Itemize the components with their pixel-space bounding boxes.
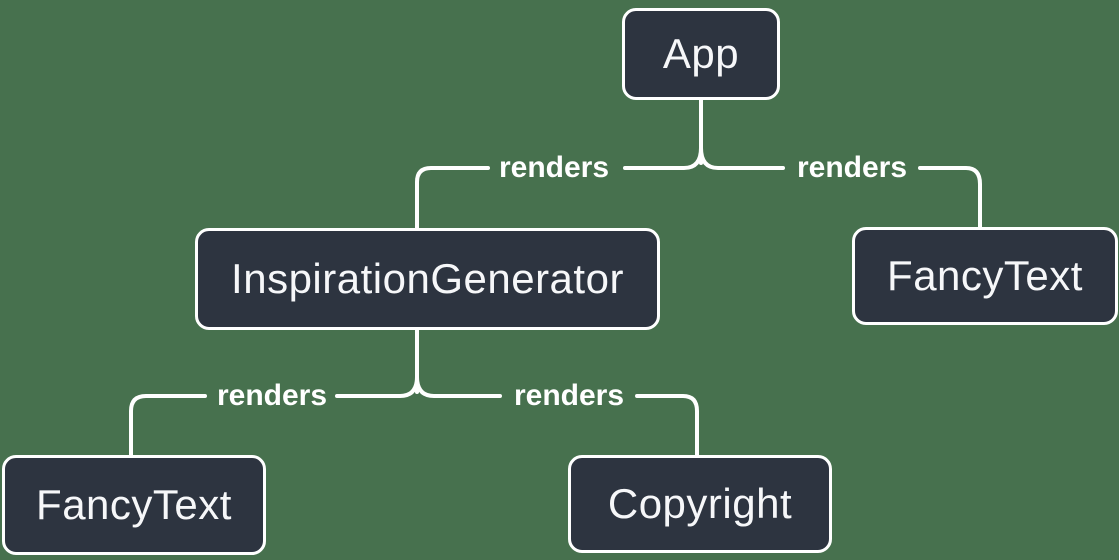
node-app: App — [622, 8, 780, 100]
node-app-label: App — [662, 30, 740, 77]
connector-inspirationgenerator-fork-right — [415, 375, 502, 398]
connector-app-fork-left — [623, 146, 703, 170]
node-fancy-text-right: FancyText — [852, 227, 1118, 325]
connector-app-to-inspirationgenerator — [415, 166, 490, 230]
connector-app-to-fancytext — [918, 166, 982, 229]
node-inspiration-generator-label: InspirationGenerator — [231, 255, 624, 302]
node-fancy-text-right-label: FancyText — [887, 252, 1083, 299]
edge-label-inspirationgenerator-fancytext: renders — [216, 379, 328, 412]
node-copyright: Copyright — [568, 455, 832, 553]
node-copyright-label: Copyright — [607, 480, 793, 527]
connector-app-fork-right — [699, 146, 785, 170]
connector-inspirationgenerator-fork-left — [335, 375, 419, 398]
edge-label-inspirationgenerator-copyright: renders — [513, 379, 625, 412]
connector-inspirationgenerator-to-copyright — [635, 394, 699, 457]
node-fancy-text-left-label: FancyText — [36, 481, 232, 528]
edge-label-app-fancytext: renders — [796, 151, 908, 184]
connector-inspirationgenerator-to-fancytext — [129, 394, 207, 457]
node-inspiration-generator: InspirationGenerator — [195, 228, 660, 330]
node-fancy-text-left: FancyText — [2, 455, 266, 555]
edge-label-app-inspirationgenerator: renders — [498, 151, 610, 184]
